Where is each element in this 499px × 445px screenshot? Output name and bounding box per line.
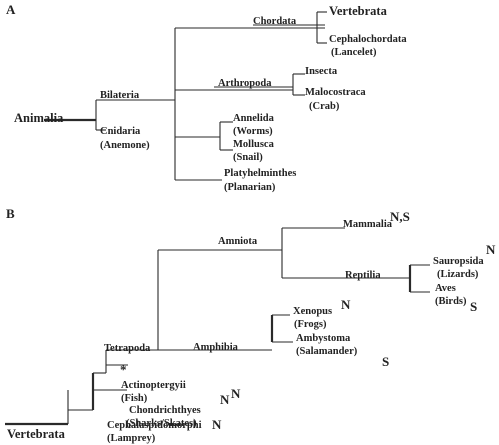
actinopterygii-mark: N [220, 392, 230, 407]
taxon-ambystoma: Ambystoma [296, 333, 351, 344]
taxon-insecta: Insecta [305, 66, 338, 77]
taxon-cephalochordata-common: (Lancelet) [331, 47, 377, 58]
taxon-sauropsida: Sauropsida [433, 256, 484, 267]
cephalaspidomorphi-mark: N [212, 417, 222, 432]
taxon-cephalochordata: Cephalochordata [329, 34, 407, 45]
taxon-vertebrata: Vertebrata [329, 4, 387, 18]
taxon-annelida: Annelida [233, 113, 274, 124]
taxon-xenopus: Xenopus [293, 306, 333, 317]
taxon-actinopterygii-common: (Fish) [121, 393, 148, 404]
taxon-mammalia: Mammalia [343, 219, 392, 230]
node-animalia: Animalia [14, 111, 64, 125]
taxon-aves-common: (Birds) [435, 296, 467, 307]
taxon-cnidaria-common: (Anemone) [100, 140, 150, 151]
taxon-mollusca: Mollusca [233, 139, 274, 150]
node-vertebrata-root: Vertebrata [7, 427, 65, 441]
node-arthropoda: Arthropoda [218, 78, 272, 89]
asterisk-mark: * [120, 362, 127, 377]
node-reptilia: Reptilia [345, 270, 381, 281]
node-amphibia: Amphibia [193, 342, 238, 353]
taxon-chondrichthyes-common: (Sharks/Skates) [126, 418, 197, 429]
panel-b-label: B [6, 206, 15, 221]
taxon-aves: Aves [435, 283, 456, 294]
xenopus-mark: N [341, 297, 351, 312]
taxon-ambystoma-common: (Salamander) [296, 346, 358, 357]
taxon-malocostraca-common: (Crab) [309, 101, 340, 112]
node-amniota: Amniota [218, 236, 258, 247]
taxon-cnidaria: Cnidaria [100, 126, 141, 137]
taxon-sauropsida-common: (Lizards) [437, 269, 479, 280]
aves-mark: S [470, 299, 478, 314]
taxon-xenopus-common: (Frogs) [294, 319, 327, 330]
taxon-actinopterygii: Actinoptergyii [121, 380, 186, 391]
taxon-mollusca-common: (Snail) [233, 152, 263, 163]
chondrichthyes-mark: N [231, 386, 241, 401]
panel-b-branches [5, 227, 430, 426]
taxon-cephalaspidomorphi: Cephalaspidomorphi [107, 420, 202, 431]
node-tetrapoda: Tetrapoda [104, 343, 151, 354]
taxon-chondrichthyes: Chondrichthyes [129, 405, 201, 416]
taxon-platyhelminthes-common: (Planarian) [224, 182, 276, 193]
node-chordata: Chordata [253, 16, 297, 27]
taxon-malocostraca: Malocostraca [305, 87, 366, 98]
taxon-annelida-common: (Worms) [233, 126, 273, 137]
ambystoma-mark: S [382, 354, 390, 369]
taxon-cephalaspidomorphi-common: (Lamprey) [107, 433, 156, 444]
panel-a-branches [44, 11, 327, 181]
mammalia-mark: N,S [390, 209, 410, 224]
taxon-platyhelminthes: Platyhelminthes [224, 168, 297, 179]
panel-a-label: A [6, 2, 16, 17]
sauropsida-mark: N [486, 242, 496, 257]
node-bilateria: Bilateria [100, 90, 140, 101]
